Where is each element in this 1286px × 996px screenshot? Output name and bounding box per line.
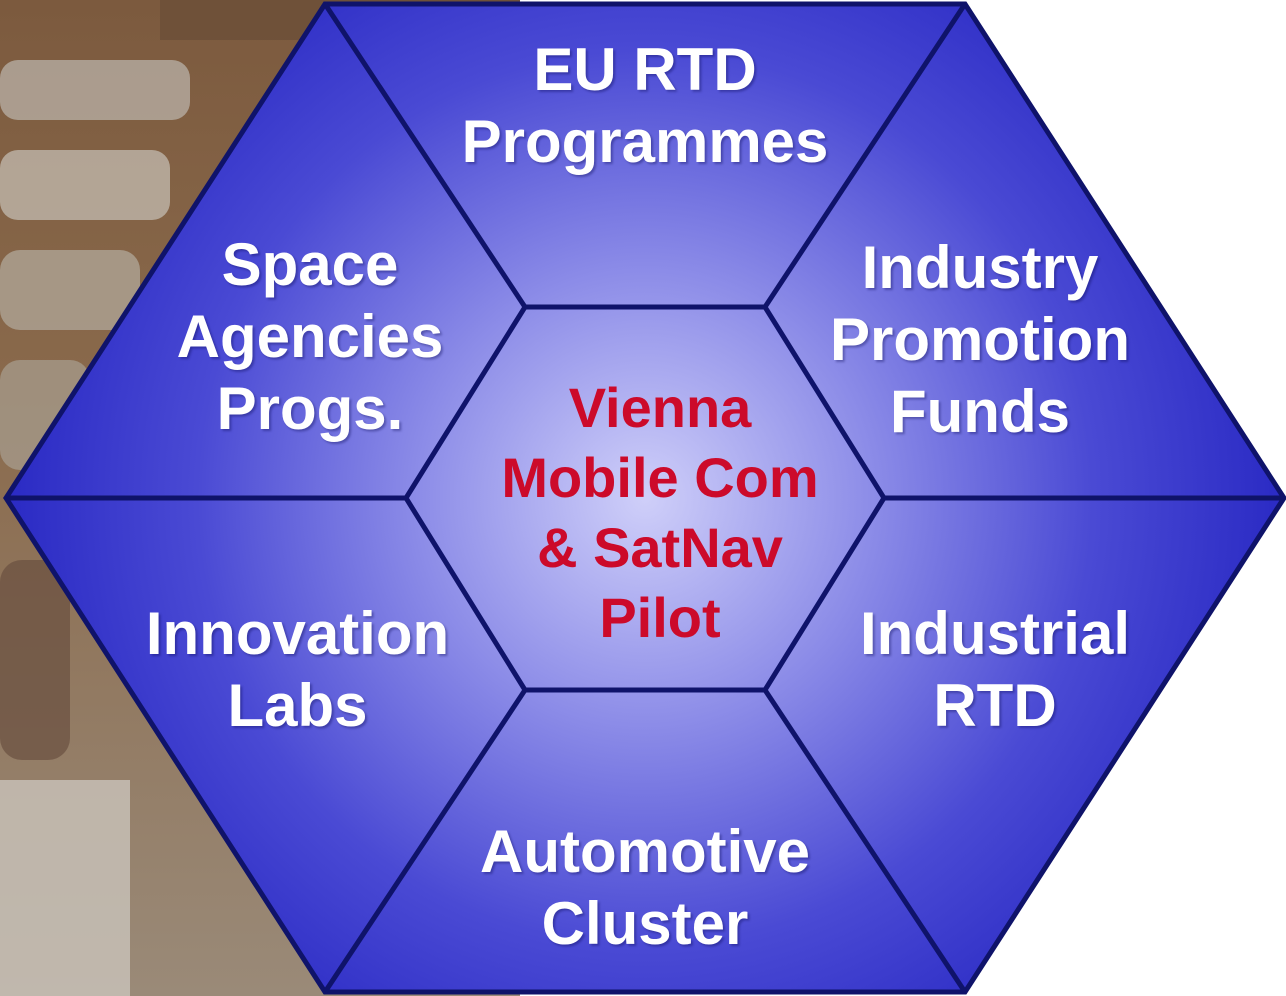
segment-upper-left-line-1: Space: [221, 231, 399, 298]
photo-car-shape: [0, 250, 140, 330]
segment-top-line-1: EU RTD: [533, 36, 757, 103]
segment-upper-right-line-2: Promotion: [830, 306, 1130, 373]
divider-line: [762, 2, 968, 309]
segment-bottom-label: Automotive Cluster: [440, 822, 850, 954]
segment-upper-right-line-3: Funds: [890, 378, 1070, 445]
segment-lower-left-line-2: Labs: [227, 672, 368, 739]
photo-car-shape: [0, 150, 170, 220]
center-line-1: Vienna: [568, 376, 752, 439]
segment-bottom-line-2: Cluster: [541, 890, 749, 957]
divider-line: [322, 2, 528, 309]
segment-upper-left-label: Space Agencies Progs.: [150, 235, 470, 439]
segment-top-line-2: Programmes: [461, 108, 829, 175]
photo-car-shape: [0, 60, 190, 120]
center-line-3: & SatNav: [537, 516, 783, 579]
center-hexagon: [403, 304, 887, 693]
center-line-2: Mobile Com: [501, 446, 819, 509]
divider-line: [762, 688, 968, 994]
segment-upper-left-line-3: Progs.: [216, 375, 404, 442]
center-line-4: Pilot: [599, 586, 721, 649]
segment-bottom-line-1: Automotive: [480, 818, 810, 885]
segment-top-label: EU RTD Programmes: [440, 40, 850, 172]
segment-lower-right-line-2: RTD: [933, 672, 1057, 739]
segment-lower-left-line-1: Innovation: [145, 600, 450, 667]
segment-dividers: [6, 2, 1284, 994]
segment-upper-left-line-2: Agencies: [176, 303, 444, 370]
photo-road: [0, 780, 130, 996]
segment-lower-right-line-1: Industrial: [859, 600, 1131, 667]
segment-upper-right-line-1: Industry: [861, 234, 1099, 301]
divider-line: [322, 688, 528, 994]
center-label: Vienna Mobile Com & SatNav Pilot: [470, 380, 850, 646]
photo-car-shape: [0, 560, 70, 760]
segment-lower-right-label: Industrial RTD: [830, 604, 1160, 736]
segment-upper-right-label: Industry Promotion Funds: [810, 238, 1150, 442]
segment-lower-left-label: Innovation Labs: [125, 604, 470, 736]
